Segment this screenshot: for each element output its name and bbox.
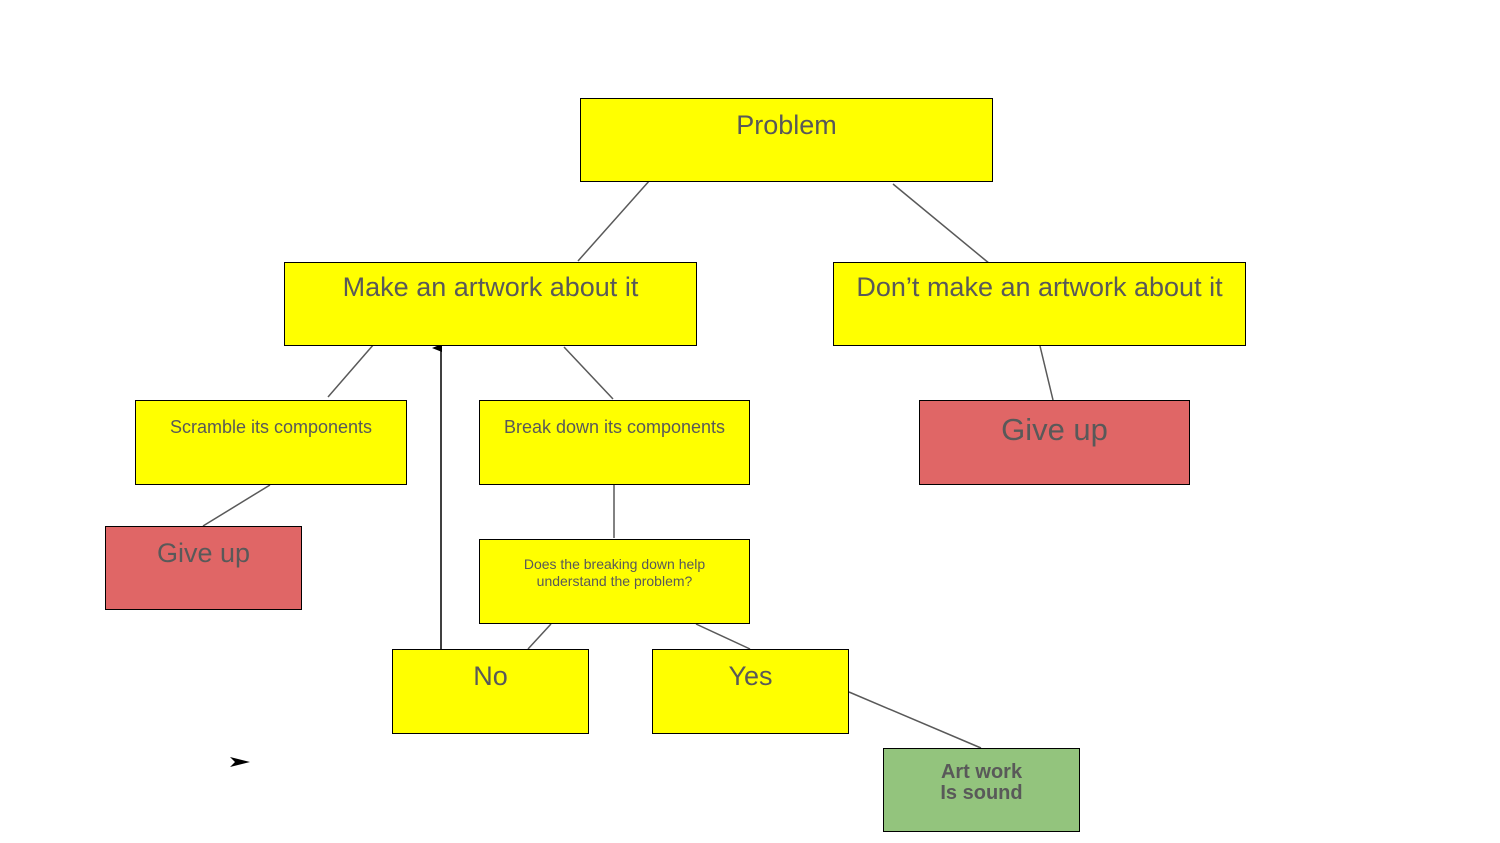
node-break-down-components[interactable]: Break down its components: [479, 400, 750, 485]
node-problem-label: Problem: [736, 110, 837, 140]
edge-question-yes: [695, 623, 751, 650]
edge-scramble-giveup: [202, 484, 271, 527]
edge-question-no: [527, 623, 552, 650]
pointer-cursor-icon: [230, 757, 250, 767]
edge-make-scramble: [327, 343, 375, 398]
node-yes[interactable]: Yes: [652, 649, 849, 734]
node-scramble-components-label: Scramble its components: [169, 417, 373, 437]
node-question-label: Does the breaking down help understand t…: [523, 556, 706, 589]
edge-dont-giveup: [1039, 345, 1054, 401]
node-dont-make-artwork[interactable]: Don’t make an artwork about it: [833, 262, 1246, 346]
node-give-up-right[interactable]: Give up: [919, 400, 1190, 485]
node-make-artwork-label: Make an artwork about it: [342, 272, 639, 302]
node-give-up-left-label: Give up: [156, 538, 251, 568]
node-break-down-components-label: Break down its components: [503, 417, 726, 437]
node-make-artwork[interactable]: Make an artwork about it: [284, 262, 697, 346]
edge-problem-dont: [892, 183, 991, 265]
node-problem[interactable]: Problem: [580, 98, 993, 182]
node-dont-make-artwork-label: Don’t make an artwork about it: [856, 272, 1223, 302]
node-artwork-is-sound[interactable]: Art work Is sound: [883, 748, 1080, 832]
node-yes-label: Yes: [728, 661, 773, 691]
node-no-label: No: [473, 661, 508, 691]
node-give-up-left[interactable]: Give up: [105, 526, 302, 610]
edge-yes-sound: [848, 691, 982, 749]
node-question[interactable]: Does the breaking down help understand t…: [479, 539, 750, 624]
edge-problem-make: [577, 179, 651, 262]
node-give-up-right-label: Give up: [1001, 412, 1108, 447]
edge-make-break: [563, 346, 614, 400]
node-no[interactable]: No: [392, 649, 589, 734]
node-scramble-components[interactable]: Scramble its components: [135, 400, 407, 485]
node-artwork-is-sound-label: Art work Is sound: [940, 761, 1023, 804]
